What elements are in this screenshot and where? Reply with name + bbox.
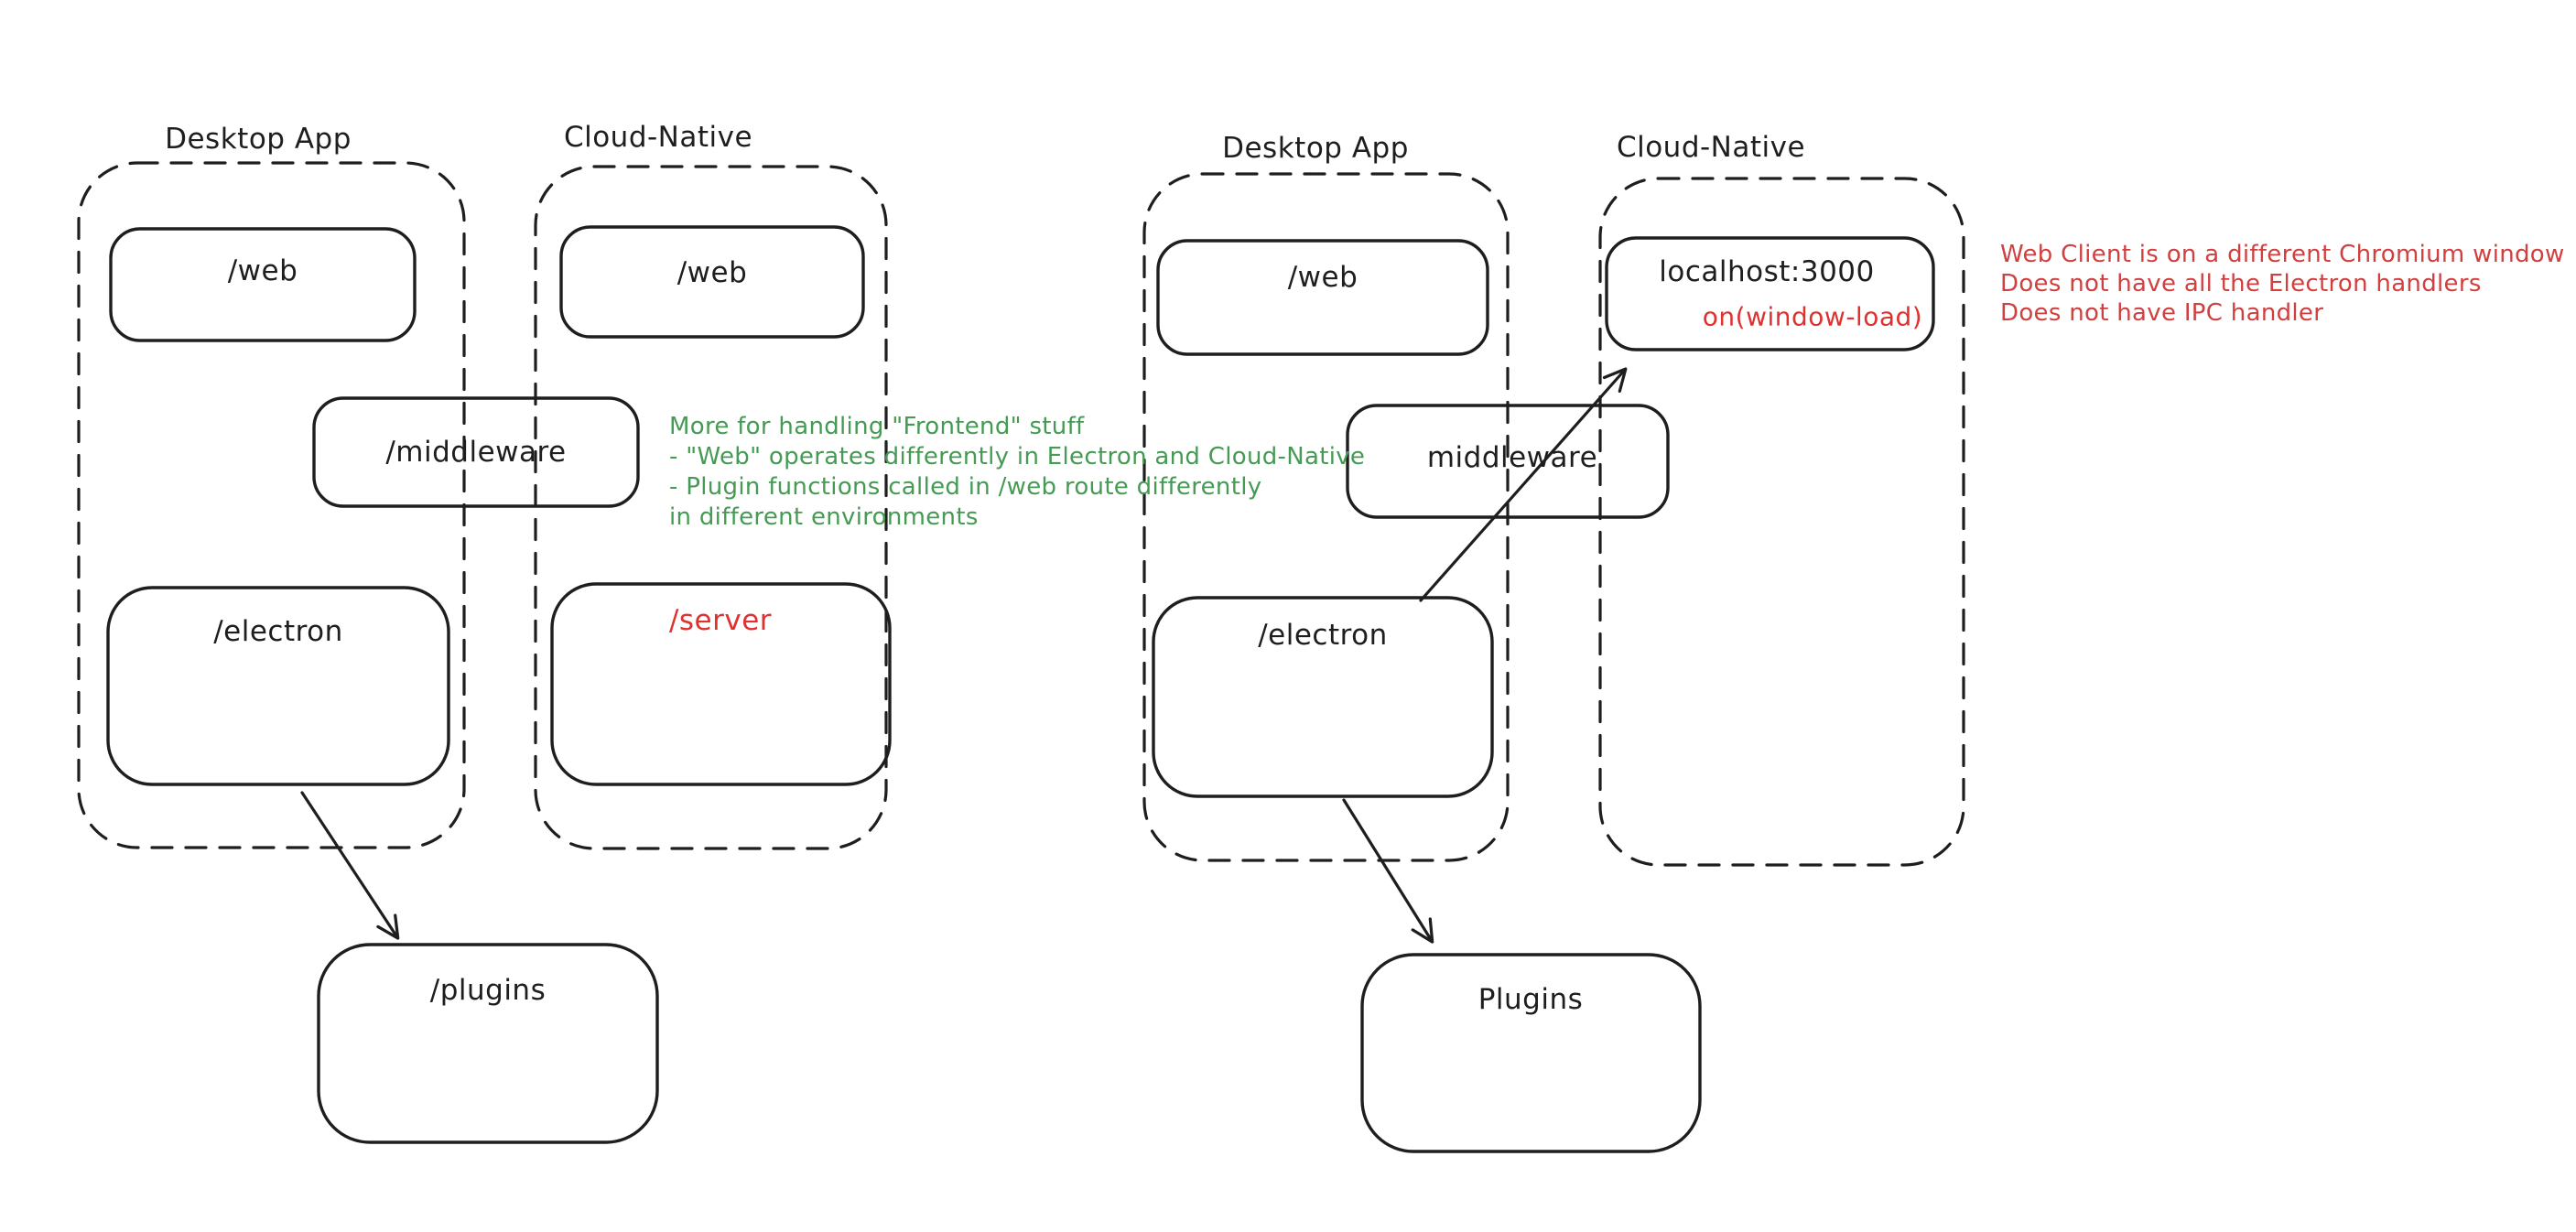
right-middleware-box [1346, 404, 1670, 519]
green-annotation-line: - "Web" operates differently in Electron… [669, 443, 1366, 470]
left-web-desktop-label: /web [227, 254, 298, 287]
red-annotation: Web Client is on a different Chromium wi… [2000, 240, 2565, 328]
right-web-box [1156, 239, 1489, 356]
right-web-label: /web [1287, 261, 1358, 294]
arrow-right-electron-to-plugins [1342, 798, 1434, 944]
right-window-load-label: on(window-load) [1702, 301, 1923, 332]
left-cloud-native-title: Cloud-Native [563, 121, 753, 154]
left-server-label: /server [668, 604, 773, 637]
arrow-left-electron-to-plugins [300, 791, 400, 940]
right-electron-box [1152, 596, 1494, 798]
green-annotation-line: in different environments [669, 503, 979, 531]
left-desktop-app-title: Desktop App [165, 123, 352, 156]
right-localhost-label: localhost:3000 [1659, 255, 1875, 288]
right-plugins-label: Plugins [1477, 983, 1584, 1016]
right-localhost-box [1605, 236, 1935, 351]
arrow-right-electron-to-localhost [1419, 367, 1628, 602]
green-annotation-line: More for handling "Frontend" stuff [669, 413, 1085, 440]
red-annotation-line: Web Client is on a different Chromium wi… [2000, 241, 2565, 268]
left-electron-box [106, 586, 450, 786]
left-electron-label: /electron [213, 615, 343, 648]
right-desktop-app-title: Desktop App [1222, 132, 1409, 165]
left-middleware-box [312, 396, 640, 508]
left-middleware-label: /middleware [385, 436, 567, 469]
left-cloud-native-container [534, 165, 888, 850]
right-plugins-box [1360, 953, 1702, 1153]
left-server-box [550, 582, 892, 786]
right-electron-label: /electron [1258, 619, 1388, 652]
green-annotation-line: - Plugin functions called in /web route … [669, 473, 1262, 501]
left-plugins-label: /plugins [429, 974, 547, 1007]
right-cloud-native-title: Cloud-Native [1616, 131, 1806, 164]
left-web-desktop-box [109, 227, 417, 342]
right-cloud-native-container [1598, 177, 1965, 867]
right-middleware-label: middleware [1426, 441, 1598, 474]
red-annotation-line: Does not have all the Electron handlers [2000, 270, 2482, 297]
left-web-cloud-label: /web [676, 256, 748, 289]
left-web-cloud-box [559, 225, 865, 339]
red-annotation-line: Does not have IPC handler [2000, 299, 2324, 327]
left-plugins-box [317, 943, 659, 1144]
green-annotation: More for handling "Frontend" stuff - "We… [669, 412, 1365, 533]
